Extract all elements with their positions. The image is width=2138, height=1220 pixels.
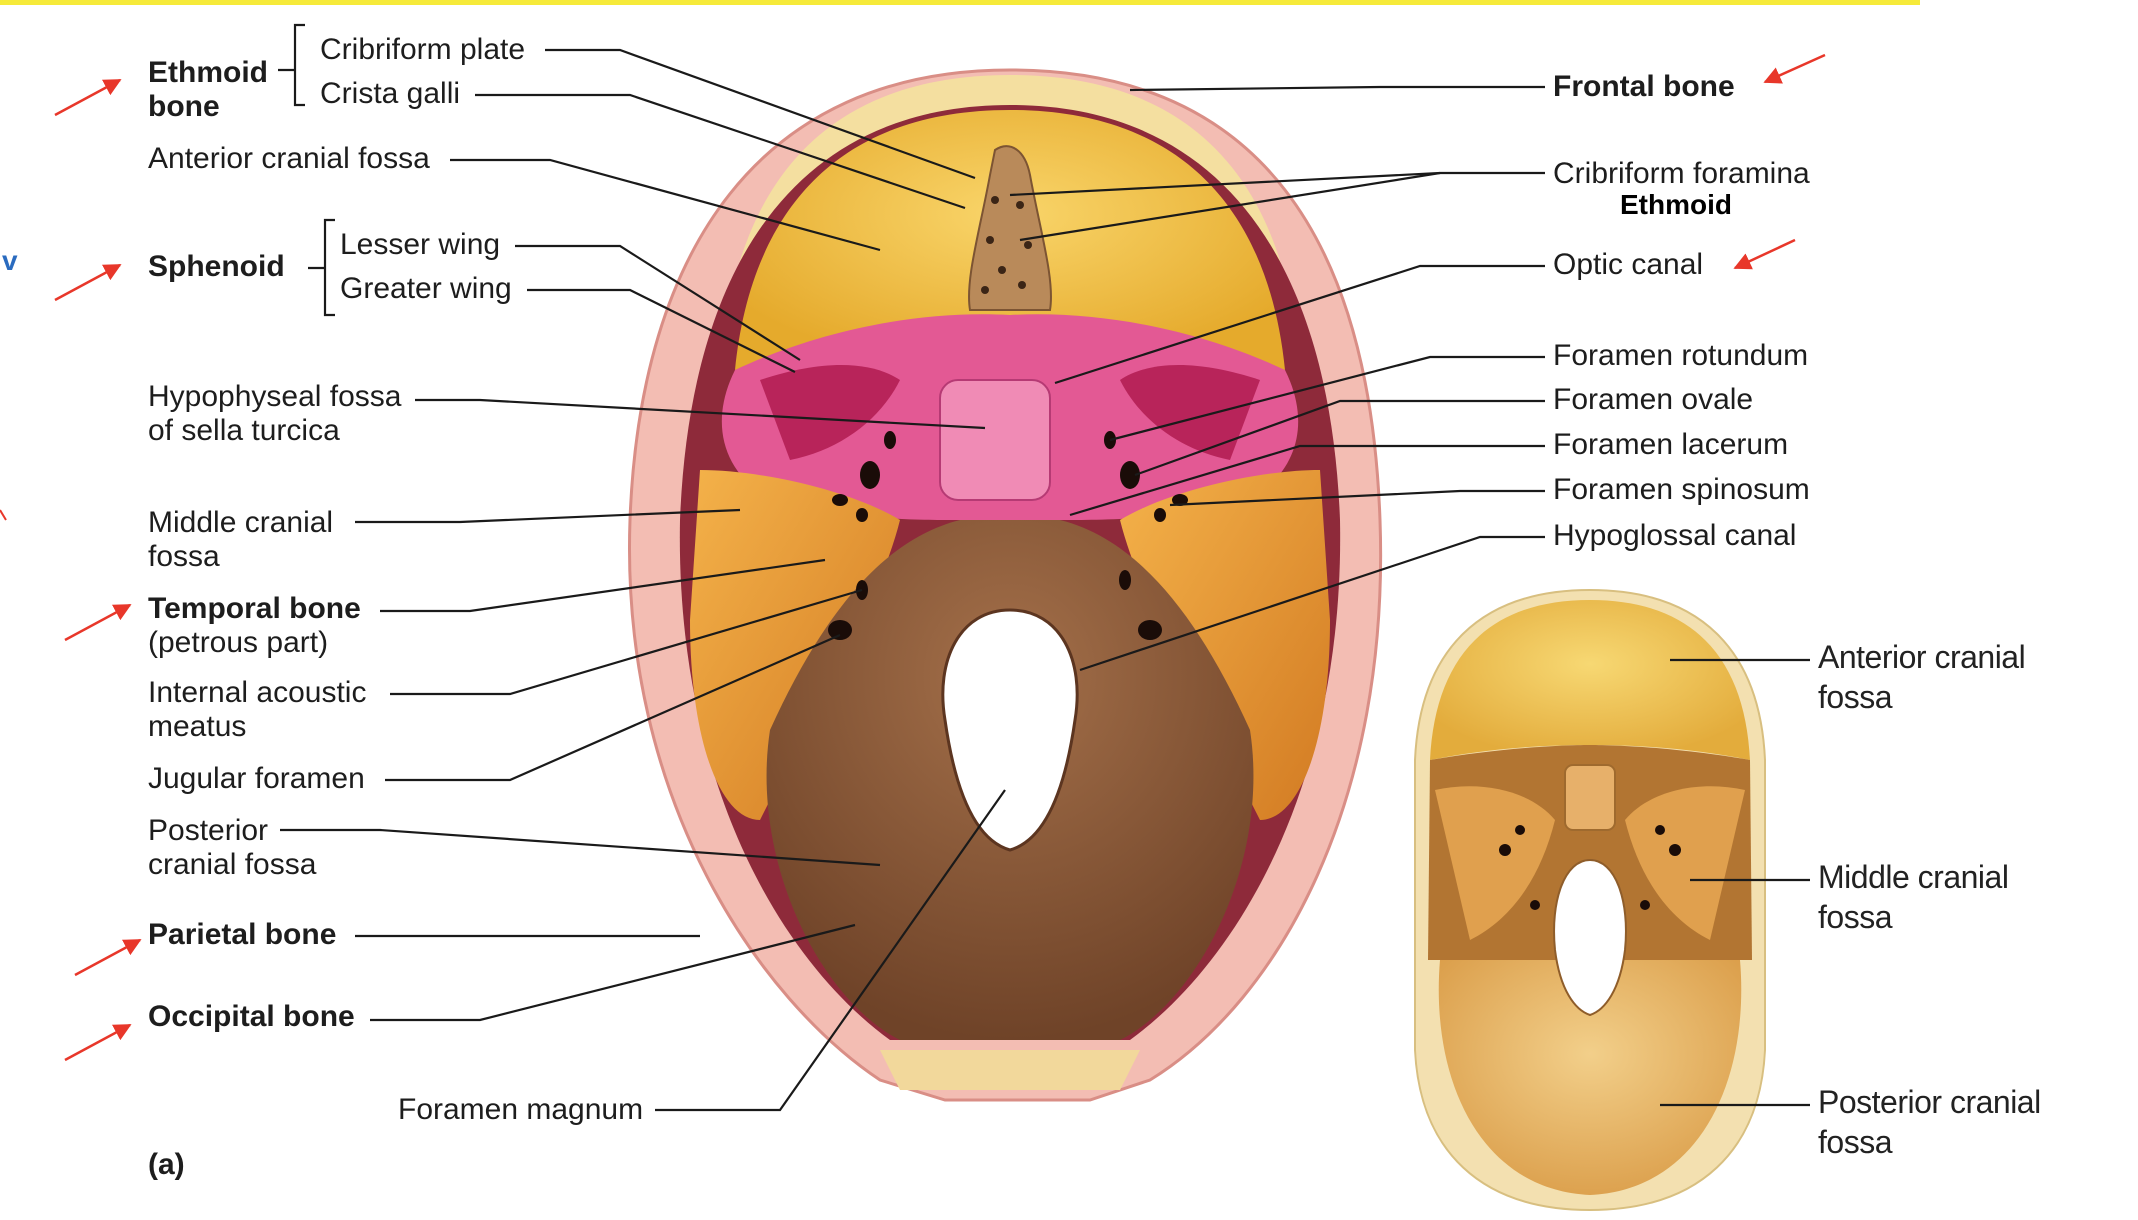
- foramen-rotundum-label: Foramen rotundum: [1553, 339, 1809, 372]
- foramen-magnum-label: Foramen magnum: [398, 1093, 644, 1126]
- inset-posterior-fossa-label-line1: Posterior cranial: [1818, 1084, 2041, 1120]
- foramen-lacerum-label: Foramen lacerum: [1553, 428, 1789, 461]
- temporal-bone-label: Temporal bone: [148, 592, 361, 625]
- leader-lines: [278, 23, 1810, 1112]
- inset-middle-fossa-label-line2: fossa: [1818, 899, 1892, 935]
- occipital-bone-label: Occipital bone: [148, 1000, 355, 1033]
- greater-wing-label: Greater wing: [340, 272, 512, 305]
- foramen-magnum-shape: [941, 608, 1079, 852]
- top-accent-bar: [0, 0, 1920, 5]
- crista-galli-label: Crista galli: [320, 77, 461, 110]
- inset-anterior-fossa-label-line1: Anterior cranial: [1818, 639, 2026, 675]
- sphenoid-label: Sphenoid: [148, 250, 285, 283]
- internal-acoustic-meatus-label-line2: meatus: [148, 710, 247, 743]
- middle-cranial-fossa-label-line1: Middle cranial: [148, 506, 334, 539]
- cribriform-foramina-label: Cribriform foramina: [1553, 157, 1810, 190]
- middle-fossa-left: [690, 470, 900, 820]
- inset-anterior-fossa-label-line2: fossa: [1818, 679, 1892, 715]
- foramina-dots: [828, 431, 1188, 640]
- ethmoid-bone-label-line2: bone: [148, 90, 220, 123]
- temporal-bone-sub-label: (petrous part): [148, 626, 329, 659]
- panel-a-label: (a): [148, 1148, 185, 1181]
- inset-middle-fossa-label-line1: Middle cranial: [1818, 859, 2009, 895]
- sella-turcica-shape: [939, 379, 1051, 501]
- anterior-cranial-fossa-label: Anterior cranial fossa: [148, 142, 430, 175]
- cribriform-plate-label: Cribriform plate: [320, 33, 526, 66]
- inset-skull: [1414, 588, 1766, 1212]
- cribriform-plate-shape: [968, 145, 1052, 311]
- internal-acoustic-meatus-label-line1: Internal acoustic: [148, 676, 367, 709]
- red-pointer-arrows: [54, 53, 1826, 1062]
- frontal-bone-label: Frontal bone: [1553, 70, 1735, 103]
- main-skull: [628, 68, 1383, 1102]
- ethmoid-note-label: Ethmoid: [1620, 189, 1732, 220]
- foramen-spinosum-label: Foramen spinosum: [1553, 473, 1810, 506]
- middle-fossa-right: [1120, 470, 1330, 820]
- hypoglossal-canal-label: Hypoglossal canal: [1553, 519, 1797, 552]
- posterior-cranial-fossa-label-line2: cranial fossa: [148, 848, 317, 881]
- optic-canal-label: Optic canal: [1553, 248, 1704, 281]
- posterior-cranial-fossa-label-line1: Posterior: [148, 814, 269, 847]
- ethmoid-bone-label-line1: Ethmoid: [148, 56, 268, 89]
- foramen-ovale-label: Foramen ovale: [1553, 383, 1754, 416]
- svg-text:v: v: [2, 245, 18, 276]
- middle-cranial-fossa-label-line2: fossa: [148, 540, 220, 573]
- lesser-wing-label: Lesser wing: [340, 228, 501, 261]
- jugular-foramen-label: Jugular foramen: [148, 762, 365, 795]
- hypophyseal-fossa-label-line1: Hypophyseal fossa: [148, 380, 402, 413]
- hypophyseal-fossa-label-line2: of sella turcica: [148, 414, 340, 447]
- parietal-bone-label: Parietal bone: [148, 918, 337, 951]
- inset-posterior-fossa-label-line2: fossa: [1818, 1124, 1892, 1160]
